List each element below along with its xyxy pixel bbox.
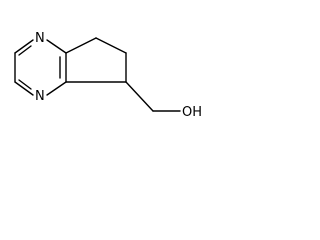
cyclopentane-ring (65, 37, 127, 83)
bond-ring-bottom-double (18, 79, 32, 90)
bond-c7a-c5 (65, 37, 97, 54)
bond-c5-c6 (95, 37, 127, 54)
bond-n-top-to-fusion (46, 39, 67, 54)
bond-ring-top-double (18, 45, 32, 56)
hydroxymethyl-chain (125, 81, 181, 112)
atom-label-n-top: N (35, 31, 45, 46)
bond-ring-top (14, 39, 34, 54)
bond-ring-bottom (14, 81, 34, 96)
atom-label-n-bottom: N (35, 89, 45, 104)
bond-c7-ch2 (125, 81, 154, 112)
bond-n-bottom-to-fusion (46, 81, 67, 96)
pyrazine-ring (14, 39, 67, 96)
atom-label-hydroxyl: OH (182, 105, 202, 120)
molecule-structure-diagram: N N OH (14, 31, 202, 120)
